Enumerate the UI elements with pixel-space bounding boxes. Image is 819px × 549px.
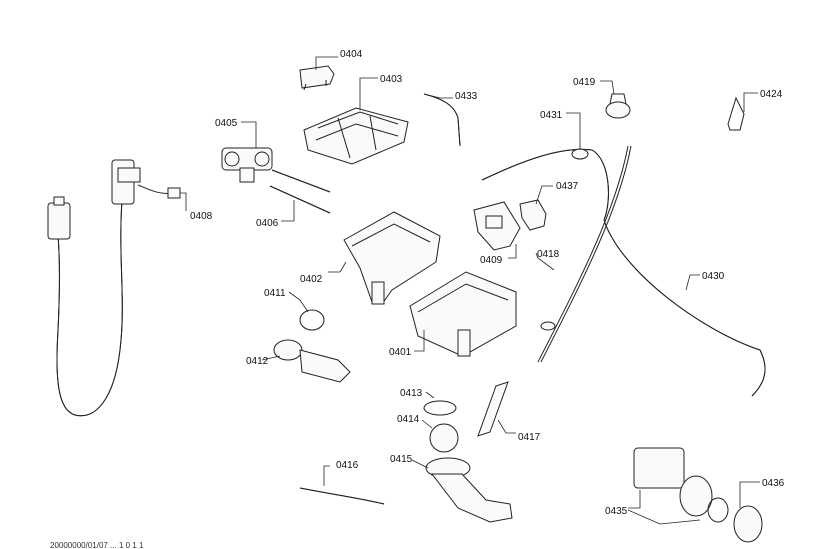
- label-0417: 0417: [518, 432, 541, 443]
- tube-0418-part: [537, 145, 632, 363]
- clip-0424-part: [727, 96, 745, 131]
- label-0416: 0416: [336, 460, 359, 471]
- label-0408: 0408: [190, 211, 213, 222]
- bracket-part: [299, 65, 335, 91]
- label-0433: 0433: [455, 91, 478, 102]
- label-0412: 0412: [246, 356, 269, 367]
- label-0401: 0401: [389, 347, 412, 358]
- dispenser-cap-part: [473, 201, 521, 251]
- sump-hose-part: [425, 457, 513, 523]
- hose-0416-part: [299, 487, 385, 505]
- leader-lines: [180, 56, 760, 525]
- label-0435: 0435: [605, 506, 628, 517]
- label-0411: 0411: [264, 288, 286, 299]
- seal-ring-part: [299, 309, 325, 331]
- dispenser-top-part: [303, 107, 409, 165]
- label-0404: 0404: [340, 49, 363, 60]
- tray-part: [409, 271, 517, 357]
- label-0431: 0431: [540, 110, 563, 121]
- hose-0430-part: [603, 219, 766, 397]
- footer-code: 20000000/01/07 ... 1 0 1 1: [50, 541, 144, 549]
- label-0402: 0402: [300, 274, 323, 285]
- small-hose-part: [423, 93, 461, 147]
- label-0419: 0419: [573, 77, 596, 88]
- part-labels: 0404 0403 0405 0408 0406 0433 0431 0419 …: [190, 49, 785, 517]
- label-0436: 0436: [762, 478, 785, 489]
- label-0413: 0413: [400, 388, 423, 399]
- pump-filter-part: [733, 505, 763, 543]
- bellows-part: [273, 339, 351, 383]
- tubes-part: [269, 169, 331, 214]
- inlet-hose-part: [47, 159, 181, 417]
- water-valve-part: [221, 147, 273, 183]
- label-0424: 0424: [760, 89, 783, 100]
- drain-pump-part: [633, 447, 729, 523]
- ball-0414-part: [429, 423, 459, 453]
- label-0415: 0415: [390, 454, 413, 465]
- label-0403: 0403: [380, 74, 403, 85]
- label-0418: 0418: [537, 249, 560, 260]
- label-0409: 0409: [480, 255, 503, 266]
- label-0405: 0405: [215, 118, 238, 129]
- drawer-housing-part: [343, 211, 441, 305]
- element-0417-part: [477, 381, 509, 437]
- siphon-part: [519, 199, 547, 231]
- pressure-switch-part: [605, 93, 631, 119]
- hose-0431-part: [481, 148, 609, 221]
- label-0414: 0414: [397, 414, 420, 425]
- label-0406: 0406: [256, 218, 279, 229]
- label-0437: 0437: [556, 181, 579, 192]
- label-0430: 0430: [702, 271, 725, 282]
- ring-0413-part: [423, 400, 457, 416]
